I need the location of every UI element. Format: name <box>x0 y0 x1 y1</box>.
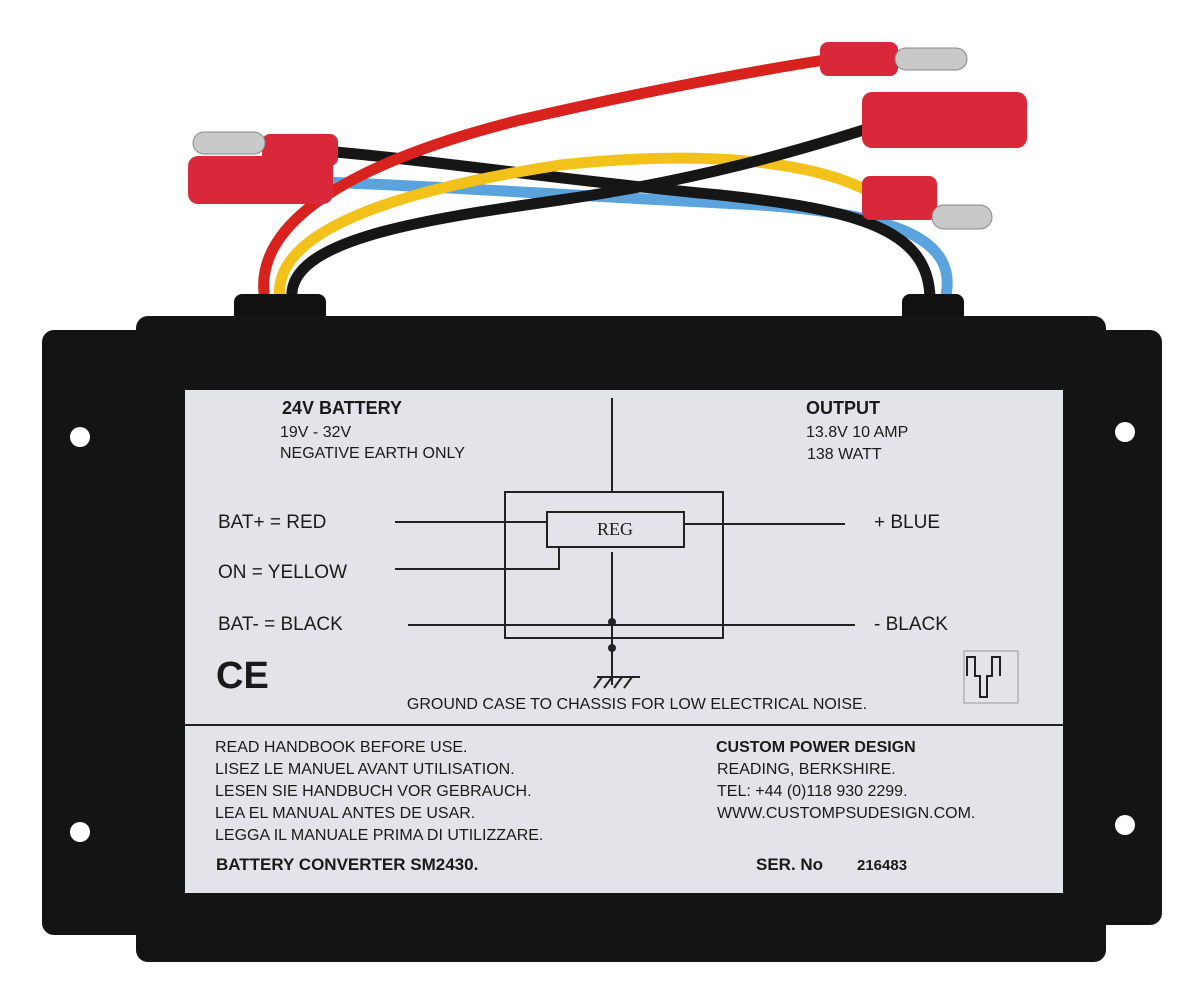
product-label <box>185 390 1063 893</box>
black-wire-rear <box>329 146 936 306</box>
red-receptacle-left <box>188 156 333 204</box>
instruction-line: READ HANDBOOK BEFORE USE. <box>215 739 468 756</box>
instructions: READ HANDBOOK BEFORE USE. LISEZ LE MANUE… <box>215 739 543 844</box>
on-label: ON = YELLOW <box>218 562 347 583</box>
instruction-line: LISEZ LE MANUEL AVANT UTILISATION. <box>215 761 515 778</box>
input-title: 24V BATTERY <box>282 398 402 418</box>
output-spec: 13.8V 10 AMP <box>806 424 908 441</box>
bat-minus-label: BAT- = BLACK <box>218 614 343 635</box>
mounting-hole <box>1115 815 1135 835</box>
noise-waveform-icon <box>963 650 1019 704</box>
mounting-flange-right <box>1090 330 1162 925</box>
mounting-hole <box>70 427 90 447</box>
instruction-line: LEGGA IL MANUALE PRIMA DI UTILIZZARE. <box>215 827 543 844</box>
company-web: WWW.CUSTOMPSUDESIGN.COM. <box>717 805 975 822</box>
reg-block-label: REG <box>597 519 633 539</box>
red-wire <box>258 54 831 306</box>
model-name: BATTERY CONVERTER SM2430. <box>216 855 478 874</box>
blue-wire <box>314 176 953 306</box>
bat-plus-label: BAT+ = RED <box>218 512 326 533</box>
output-title: OUTPUT <box>806 398 880 418</box>
circuit-diagram <box>395 398 1019 704</box>
company-address: READING, BERKSHIRE. <box>717 761 896 778</box>
input-range: 19V - 32V <box>280 424 351 441</box>
red-receptacle-right <box>862 92 1027 148</box>
bullet-pin-top <box>894 47 968 71</box>
red-connector-top <box>820 42 898 76</box>
mounting-hole <box>1115 422 1135 442</box>
yellow-wire <box>274 152 876 306</box>
waveform <box>966 656 1001 698</box>
company-tel: TEL: +44 (0)118 930 2299. <box>717 783 908 800</box>
serial-value: 216483 <box>857 857 907 874</box>
company-name: CUSTOM POWER DESIGN <box>716 739 916 756</box>
bullet-pin-left <box>192 131 266 155</box>
connectors <box>188 42 1027 230</box>
serial-label: SER. No <box>756 855 823 874</box>
mounting-hole <box>70 822 90 842</box>
mounting-flange-left <box>42 330 152 935</box>
black-wire-front <box>286 122 876 306</box>
ground-note: GROUND CASE TO CHASSIS FOR LOW ELECTRICA… <box>407 696 867 713</box>
wires <box>258 54 953 306</box>
output-watt: 138 WATT <box>807 446 882 463</box>
red-connector-yellow <box>862 176 937 220</box>
plus-out-label: + BLUE <box>874 512 940 533</box>
instruction-line: LEA EL MANUAL ANTES DE USAR. <box>215 805 475 822</box>
minus-out-label: - BLACK <box>874 614 948 635</box>
instruction-line: LESEN SIE HANDBUCH VOR GEBRAUCH. <box>215 783 532 800</box>
input-note: NEGATIVE EARTH ONLY <box>280 445 465 462</box>
bullet-pin-yellow <box>931 204 993 230</box>
ce-mark: CE <box>216 655 269 697</box>
